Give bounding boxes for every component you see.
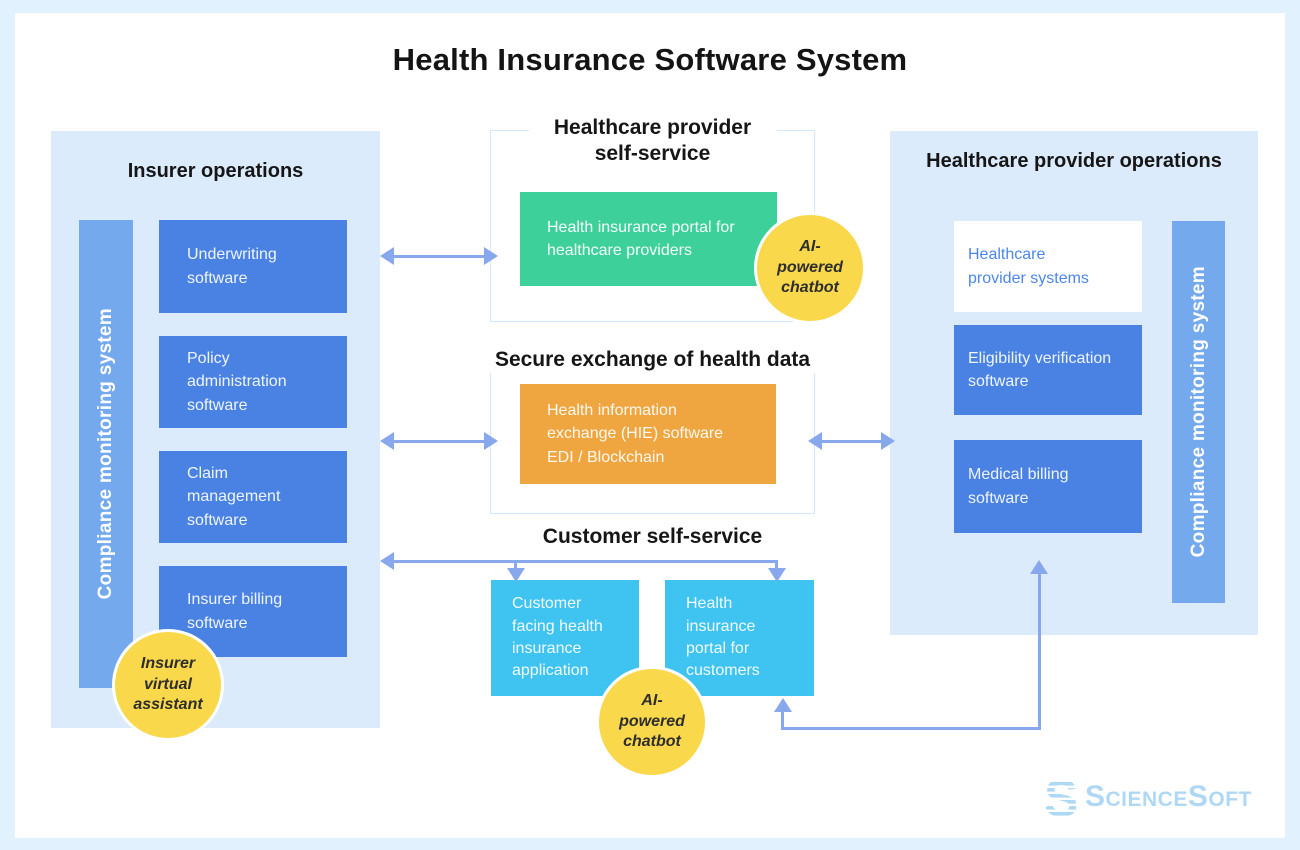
health-insurance-portal-customers-box: Health insurance portal for customers: [665, 580, 814, 696]
page-title: Health Insurance Software System: [392, 42, 908, 77]
arrowhead-right-icon: [484, 432, 498, 450]
compliance-monitoring-bar-right: Compliance monitoring system: [1172, 221, 1225, 603]
ai-powered-chatbot-badge-top: AI-powered chatbot: [754, 212, 866, 324]
policy-administration-software-box: Policy administration software: [159, 336, 347, 428]
insurer-operations-panel: Insurer operations Compliance monitoring…: [51, 131, 380, 728]
arrowhead-down-icon: [768, 568, 786, 582]
insurer-virtual-assistant-badge: Insurer virtual assistant: [112, 629, 224, 741]
claim-management-software-label: Claim management software: [187, 465, 281, 529]
customer-facing-app-label: Customer facing health insurance applica…: [512, 595, 603, 680]
arrowhead-up-icon: [1030, 560, 1048, 574]
insurer-virtual-assistant-label: Insurer virtual assistant: [133, 654, 203, 714]
healthcare-provider-self-service-container: Healthcare provider self-service Health …: [490, 115, 815, 322]
claim-management-software-box: Claim management software: [159, 451, 347, 543]
arrowhead-left-icon: [380, 432, 394, 450]
arrow-line: [392, 560, 778, 563]
customer-self-service-title: Customer self-service: [542, 525, 763, 548]
health-insurance-portal-providers-box: Health insurance portal for healthcare p…: [520, 192, 777, 286]
insurer-billing-software-label: Insurer billing software: [187, 591, 283, 632]
arrowhead-right-icon: [881, 432, 895, 450]
ai-powered-chatbot-label-top: AI-powered chatbot: [777, 237, 843, 297]
arrowhead-right-icon: [484, 247, 498, 265]
hie-software-box: Health information exchange (HIE) softwa…: [520, 384, 776, 484]
arrow-line: [1038, 574, 1041, 730]
sciencesoft-logo: S ScienceSoft: [1046, 776, 1252, 818]
underwriting-software-box: Underwriting software: [159, 220, 347, 313]
compliance-monitoring-label-left: Compliance monitoring system: [95, 308, 116, 600]
arrow-line: [781, 711, 784, 730]
eligibility-verification-software-box: Eligibility verification software: [954, 325, 1142, 415]
arrowhead-left-icon: [380, 247, 394, 265]
compliance-monitoring-label-right: Compliance monitoring system: [1187, 266, 1209, 558]
medical-billing-software-label: Medical billing software: [968, 466, 1069, 507]
underwriting-software-label: Underwriting software: [187, 246, 277, 287]
compliance-monitoring-bar-left: Compliance monitoring system: [79, 220, 133, 688]
arrowhead-left-icon: [808, 432, 822, 450]
arrow-line: [392, 440, 485, 443]
secure-exchange-title: Secure exchange of health data: [486, 347, 819, 373]
health-insurance-portal-providers-label: Health insurance portal for healthcare p…: [547, 218, 735, 259]
arrowhead-left-icon: [380, 552, 394, 570]
medical-billing-software-box: Medical billing software: [954, 440, 1142, 533]
hie-software-label: Health information exchange (HIE) softwa…: [547, 402, 724, 443]
healthcare-provider-operations-title: Healthcare provider operations: [926, 150, 1222, 172]
health-insurance-portal-customers-label: Health insurance portal for customers: [686, 595, 760, 680]
arrow-line: [514, 562, 517, 570]
arrow-line: [781, 727, 1041, 730]
arrow-line: [820, 440, 883, 443]
hie-edi-blockchain-label: EDI / Blockchain: [547, 448, 665, 466]
sciencesoft-logo-text: ScienceSoft: [1085, 780, 1252, 813]
arrow-line: [392, 255, 485, 258]
insurer-operations-title: Insurer operations: [127, 160, 304, 182]
secure-exchange-container: Secure exchange of health data Health in…: [486, 347, 819, 514]
healthcare-provider-self-service-title: Healthcare provider self-service: [528, 115, 777, 167]
svg-text:S: S: [1046, 776, 1076, 818]
customer-facing-app-box: Customer facing health insurance applica…: [491, 580, 639, 696]
arrowhead-down-icon: [507, 568, 525, 582]
sciencesoft-logo-icon: S: [1046, 776, 1076, 818]
healthcare-provider-systems-box: Healthcare provider systems: [954, 221, 1142, 312]
eligibility-verification-software-label: Eligibility verification software: [968, 349, 1112, 390]
arrowhead-up-icon: [774, 698, 792, 712]
healthcare-provider-systems-label: Healthcare provider systems: [968, 246, 1089, 287]
ai-powered-chatbot-label-bottom: AI-powered chatbot: [619, 691, 685, 751]
arrow-line: [775, 562, 778, 570]
ai-powered-chatbot-badge-bottom: AI-powered chatbot: [596, 666, 708, 778]
policy-administration-software-label: Policy administration software: [187, 350, 287, 414]
healthcare-provider-operations-panel: Healthcare provider operations Healthcar…: [890, 131, 1258, 635]
